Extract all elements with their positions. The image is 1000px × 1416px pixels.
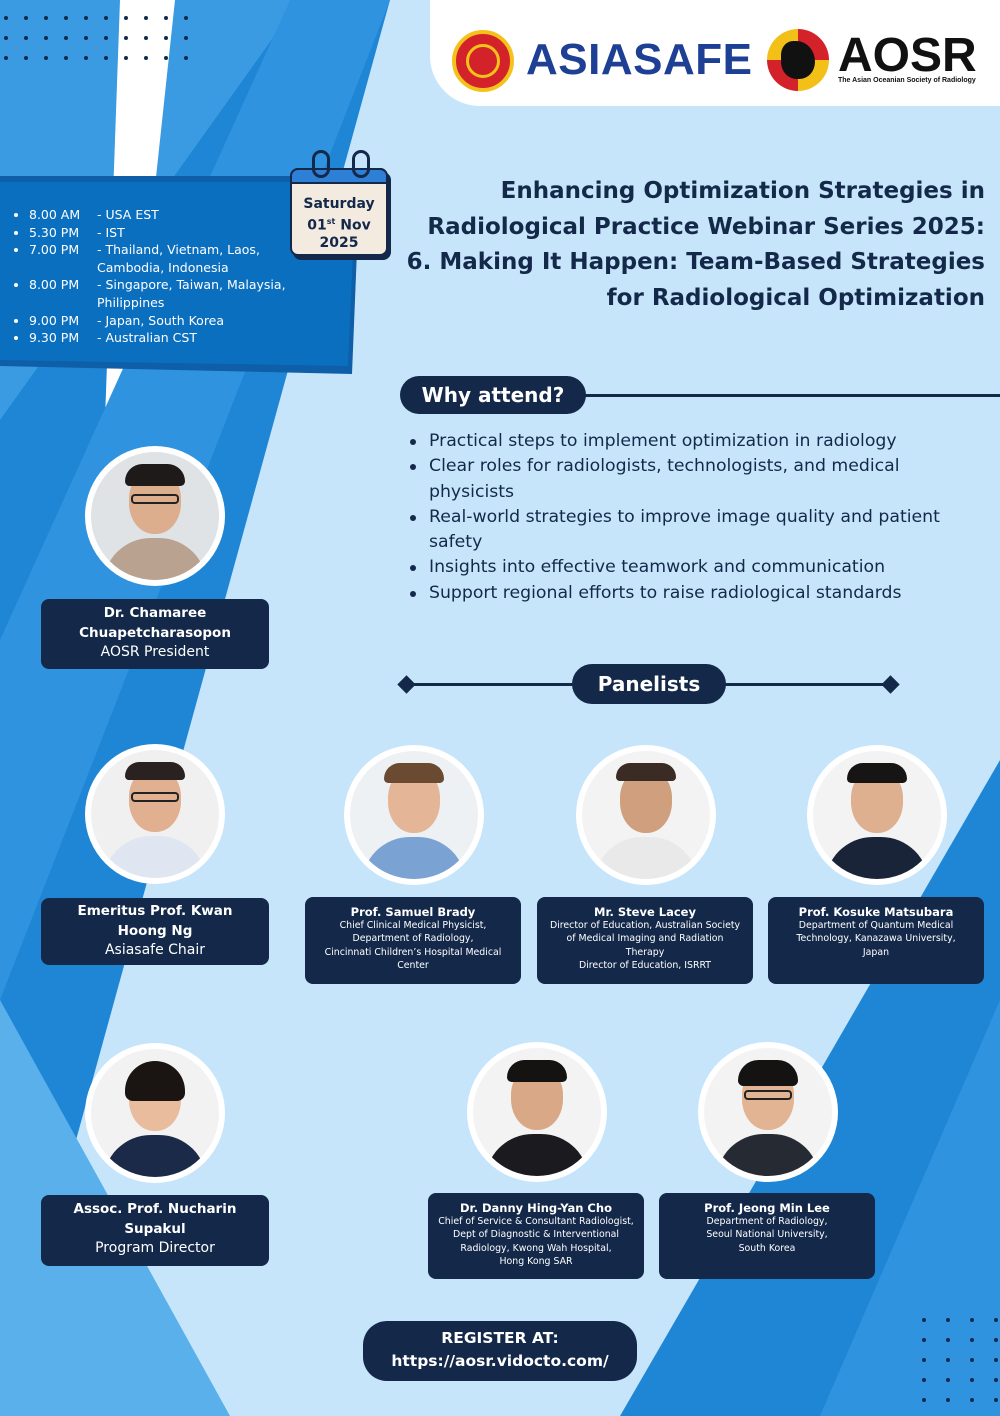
logo-bar: ASIASAFE AOSR The Asian Oceanian Society…	[430, 0, 1000, 106]
host-card: Assoc. Prof. Nucharin Supakul Program Di…	[41, 1195, 269, 1266]
panelist-role: Chief Clinical Medical Physicist, Depart…	[324, 920, 502, 972]
panelist-card: Mr. Steve Lacey Director of Education, A…	[537, 897, 753, 984]
register-url[interactable]: https://aosr.vidocto.com/	[391, 1352, 609, 1370]
schedule-item: 8.00 PM- Singapore, Taiwan, Malaysia, Ph…	[14, 276, 304, 311]
panelist-card: Prof. Samuel Brady Chief Clinical Medica…	[305, 897, 521, 984]
aosr-logo-icon	[767, 29, 829, 91]
why-attend-item: Insights into effective teamwork and com…	[408, 555, 983, 580]
event-date-suffix: st	[326, 217, 336, 226]
schedule-item: 7.00 PM- Thailand, Vietnam, Laos, Cambod…	[14, 241, 304, 276]
why-attend-item: Clear roles for radiologists, technologi…	[408, 454, 983, 505]
host-card: Emeritus Prof. Kwan Hoong Ng Asiasafe Ch…	[41, 898, 269, 965]
schedule-item: 9.00 PM- Japan, South Korea	[14, 312, 304, 330]
why-attend-item: Real-world strategies to improve image q…	[408, 505, 983, 556]
webinar-title: Enhancing Optimization Strategies in Rad…	[406, 178, 985, 311]
event-year: 2025	[319, 234, 359, 251]
why-attend-list: Practical steps to implement optimizatio…	[408, 429, 983, 606]
host-name: Assoc. Prof. Nucharin Supakul	[73, 1201, 237, 1237]
why-attend-divider	[470, 394, 1000, 397]
asiasafe-logo-icon	[452, 30, 514, 92]
panelist-photo	[576, 745, 716, 885]
panelist-role: Department of Radiology, Seoul National …	[706, 1216, 828, 1254]
aosr-logo-text: AOSR	[838, 29, 977, 82]
aosr-logo-subtitle: The Asian Oceanian Society of Radiology	[838, 77, 976, 84]
panelist-name: Dr. Danny Hing-Yan Cho	[460, 1201, 612, 1215]
host-role: AOSR President	[100, 644, 210, 660]
panelist-photo	[807, 745, 947, 885]
why-attend-item: Support regional efforts to raise radiol…	[408, 581, 983, 606]
event-date: Saturday 01st Nov 2025	[292, 196, 386, 252]
panelist-card: Dr. Danny Hing-Yan Cho Chief of Service …	[428, 1193, 644, 1279]
panelist-photo	[467, 1042, 607, 1182]
panelist-photo	[698, 1042, 838, 1182]
why-attend-item: Practical steps to implement optimizatio…	[408, 429, 983, 454]
host-photo	[85, 744, 225, 884]
host-name: Dr. Chamaree Chuapetcharasopon	[79, 605, 231, 641]
host-name: Emeritus Prof. Kwan Hoong Ng	[77, 903, 233, 939]
schedule-item: 9.30 PM- Australian CST	[14, 329, 304, 347]
event-date-num: 01	[307, 217, 327, 234]
why-attend-heading: Why attend?	[400, 376, 586, 414]
decorative-dots-top	[4, 16, 188, 60]
calendar-icon: Saturday 01st Nov 2025	[290, 150, 388, 256]
schedule-item: 8.00 AM- USA EST	[14, 206, 304, 224]
host-role: Program Director	[95, 1240, 215, 1256]
register-label: REGISTER AT:	[441, 1329, 559, 1347]
event-day: Saturday	[303, 196, 375, 212]
host-photo	[85, 446, 225, 586]
decorative-dots-bottom	[922, 1318, 998, 1402]
panelist-card: Prof. Kosuke Matsubara Department of Qua…	[768, 897, 984, 984]
panelist-card: Prof. Jeong Min Lee Department of Radiol…	[659, 1193, 875, 1279]
panelists-heading: Panelists	[572, 664, 726, 704]
panelist-photo	[344, 745, 484, 885]
time-zone-schedule: 8.00 AM- USA EST 5.30 PM- IST 7.00 PM- T…	[14, 206, 304, 347]
host-photo	[85, 1043, 225, 1183]
asiasafe-logo-text: ASIASAFE	[526, 35, 753, 84]
event-month: Nov	[340, 217, 371, 234]
panelist-role: Chief of Service & Consultant Radiologis…	[438, 1216, 634, 1268]
register-button[interactable]: REGISTER AT: https://aosr.vidocto.com/	[363, 1321, 637, 1381]
host-card: Dr. Chamaree Chuapetcharasopon AOSR Pres…	[41, 599, 269, 669]
panelist-role: Director of Education, Australian Societ…	[549, 920, 741, 972]
host-role: Asiasafe Chair	[104, 942, 206, 958]
panelist-name: Mr. Steve Lacey	[594, 905, 696, 919]
schedule-item: 5.30 PM- IST	[14, 224, 304, 242]
panelist-name: Prof. Jeong Min Lee	[704, 1201, 830, 1215]
panelist-role: Department of Quantum Medical Technology…	[796, 920, 956, 958]
panelist-name: Prof. Samuel Brady	[350, 905, 476, 919]
panelist-name: Prof. Kosuke Matsubara	[798, 905, 954, 919]
